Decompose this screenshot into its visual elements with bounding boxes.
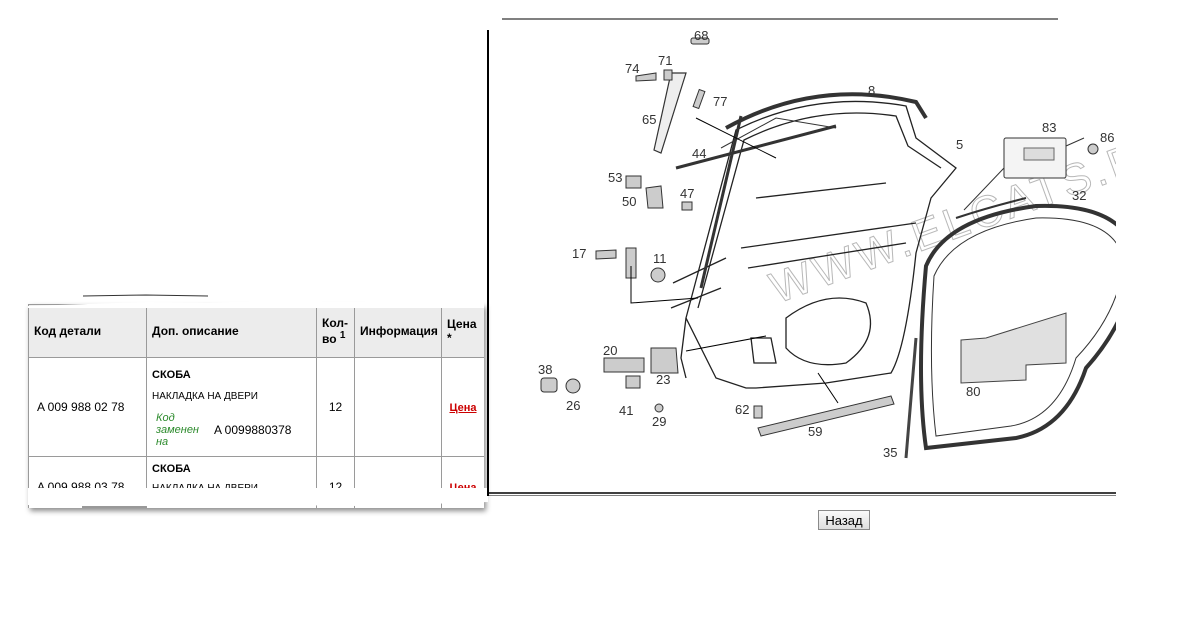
- parts-table: Код детали Доп. описание Кол-во 1 Информ…: [28, 304, 484, 508]
- callout-44[interactable]: 44: [692, 146, 706, 161]
- pillar-trim-part: [653, 72, 687, 154]
- table-header-row: Код детали Доп. описание Кол-во 1 Информ…: [28, 304, 484, 358]
- callout-41[interactable]: 41: [619, 403, 633, 418]
- callout-32[interactable]: 32: [1072, 188, 1086, 203]
- part-title: СКОБА: [152, 463, 191, 475]
- callout-5[interactable]: 5: [956, 137, 963, 152]
- callout-23[interactable]: 23: [656, 372, 670, 387]
- header-price-note: *: [447, 331, 452, 345]
- door-seal-inner: [930, 217, 1116, 437]
- callout-71[interactable]: 71: [658, 53, 672, 68]
- table-row: A 009 988 02 78 СКОБА НАКЛАДКА НА ДВЕРИ …: [28, 357, 484, 457]
- callout-80[interactable]: 80: [966, 384, 980, 399]
- callout-38[interactable]: 38: [538, 362, 552, 377]
- part-qty: 12: [316, 357, 355, 457]
- header-price-label: Цена: [447, 317, 477, 331]
- header-qty: Кол-во 1: [316, 304, 355, 358]
- price-cell: Цена: [441, 357, 484, 457]
- parts-diagram: WWW.ELCATS.RU: [487, 18, 1116, 496]
- callout-35[interactable]: 35: [883, 445, 897, 460]
- callout-29[interactable]: 29: [652, 414, 666, 429]
- callout-62[interactable]: 62: [735, 402, 749, 417]
- part-code: A 009 988 02 78: [28, 357, 147, 457]
- callout-labels: 68 71 74 77 8 65 44 5 83 86 53 50 47 32 …: [538, 28, 1114, 460]
- callout-74[interactable]: 74: [625, 61, 639, 76]
- leader-line: [720, 117, 837, 149]
- callout-50[interactable]: 50: [622, 194, 636, 209]
- sill-trim-part: [757, 395, 895, 437]
- header-qty-label: Кол-во: [322, 316, 348, 346]
- back-button[interactable]: Назад: [818, 510, 870, 530]
- callout-65[interactable]: 65: [642, 112, 656, 127]
- trim-strip-part: [904, 337, 918, 459]
- torn-edge-top: [28, 294, 484, 308]
- door-shell: [670, 100, 957, 389]
- callout-86[interactable]: 86: [1100, 130, 1114, 145]
- diagram-frame: [487, 18, 1116, 496]
- header-extra-desc: Доп. описание: [146, 304, 317, 358]
- part-description: СКОБА НАКЛАДКА НА ДВЕРИ Код заменен на A…: [146, 357, 317, 457]
- price-link[interactable]: Цена: [449, 402, 477, 414]
- callout-83[interactable]: 83: [1042, 120, 1056, 135]
- window-trim-part: [675, 124, 837, 170]
- header-code: Код детали: [28, 304, 147, 358]
- callout-17[interactable]: 17: [572, 246, 586, 261]
- cable-part: [955, 197, 1027, 219]
- header-info: Информация: [354, 304, 442, 358]
- door-seal-part: [919, 203, 1116, 451]
- header-price: Цена*: [441, 304, 484, 358]
- control-module: [963, 137, 1085, 211]
- callout-8[interactable]: 8: [868, 83, 875, 98]
- insulation-panel: [960, 312, 1067, 384]
- torn-edge-bottom: [28, 488, 488, 508]
- replaced-label: Код заменен на: [156, 411, 199, 448]
- replacement-note: Код заменен на A 0099880378: [152, 412, 311, 448]
- callout-20[interactable]: 20: [603, 343, 617, 358]
- callout-47[interactable]: 47: [680, 186, 694, 201]
- replaced-code[interactable]: A 0099880378: [214, 422, 292, 437]
- callout-53[interactable]: 53: [608, 170, 622, 185]
- callout-77[interactable]: 77: [713, 94, 727, 109]
- part-title: СКОБА: [152, 368, 191, 381]
- callout-59[interactable]: 59: [808, 424, 822, 439]
- small-parts-group: [540, 37, 1099, 419]
- callout-11[interactable]: 11: [653, 251, 667, 266]
- part-info: [354, 357, 442, 457]
- header-qty-note: 1: [339, 330, 346, 341]
- parts-table-panel: Код детали Доп. описание Кол-во 1 Информ…: [28, 304, 484, 508]
- window-channel-part: [699, 115, 743, 289]
- leader-lines: [630, 117, 839, 404]
- callout-68[interactable]: 68: [694, 28, 708, 43]
- window-seal-part: [725, 92, 928, 130]
- callout-26[interactable]: 26: [566, 398, 580, 413]
- part-subtitle: НАКЛАДКА НА ДВЕРИ: [152, 390, 258, 402]
